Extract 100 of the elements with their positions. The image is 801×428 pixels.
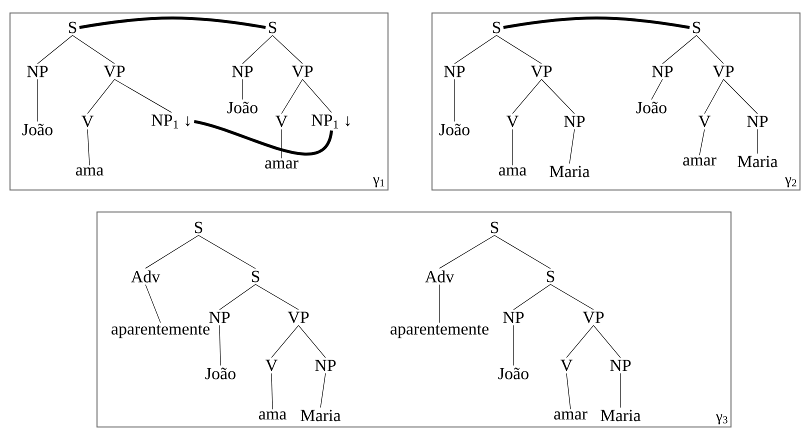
tree-label: NP [315, 360, 336, 372]
tree-branch [620, 372, 621, 408]
tree-label: VP [104, 66, 125, 78]
tree-label: NP [610, 360, 631, 372]
tree-branch [272, 35, 303, 64]
tree-branch [541, 79, 575, 114]
tree-label: VP [712, 66, 734, 78]
tree-branch [757, 128, 758, 154]
tree-label: V [266, 360, 278, 372]
tree-branch [281, 129, 282, 158]
tree-branch [566, 325, 594, 358]
tree-branch [198, 235, 256, 269]
tree-label: amar [554, 411, 588, 420]
tree-branch [255, 284, 299, 310]
tree-label: NP [209, 312, 230, 324]
tree-label: V [698, 116, 710, 128]
tree-label: João [227, 102, 258, 114]
tree-label: ama [76, 167, 104, 176]
tree-label: S [492, 22, 500, 34]
tree-branch [494, 235, 551, 269]
tree-label: VP [292, 66, 313, 78]
tree-label: amar [265, 160, 298, 169]
tree-label: NP [747, 116, 768, 128]
tree-label: João [498, 368, 528, 380]
tree-label: S [490, 222, 498, 234]
tree-label: ama [498, 167, 526, 176]
tree-label: João [636, 102, 666, 114]
tree-branch [271, 325, 299, 358]
tree-label: aparentemente [112, 324, 210, 338]
tree-branch [242, 78, 243, 100]
tree-branch [87, 129, 90, 166]
tree-branch [145, 235, 199, 269]
tree-label: Maria [300, 410, 341, 422]
tree-label: S [692, 22, 700, 34]
tree-label: S [194, 222, 202, 234]
tree-branch [298, 325, 326, 358]
link-curve [194, 120, 333, 156]
tree-branch [320, 372, 326, 408]
tree-label: S [268, 22, 276, 34]
tree-branch [37, 35, 73, 64]
tree-label: VP [582, 312, 604, 324]
tree-branch [87, 79, 115, 114]
tree-branch [513, 324, 514, 366]
tree-branch [696, 35, 724, 64]
tree-branch [699, 129, 705, 156]
tree-label: NP [564, 116, 585, 128]
tree-label: V [506, 116, 518, 128]
tree-branch [496, 35, 542, 64]
tree-label: V [276, 116, 288, 128]
tree-branch [512, 79, 542, 114]
tree-label: Maria [600, 410, 641, 422]
tree-branch [593, 325, 621, 358]
tree-label: NP$_{1}$ ↓ [312, 114, 350, 128]
tree-label: amar [683, 157, 716, 166]
tree-branch [723, 79, 758, 114]
tree-branch [219, 284, 256, 310]
tree-branch [271, 373, 273, 410]
tree-label: João [439, 124, 470, 136]
tree-label: NP [503, 312, 524, 324]
tree-branch [439, 235, 495, 269]
tree-label: V [82, 116, 94, 128]
tree-branch [513, 284, 551, 310]
tree-label: João [205, 368, 236, 380]
link-curve [79, 16, 266, 29]
tree-label: S [546, 270, 554, 282]
tree-branch [114, 79, 172, 113]
tree-branch [72, 35, 115, 64]
tree-label: Adv [425, 270, 454, 282]
tree-branch [302, 79, 332, 113]
tree-label: VP [288, 312, 309, 324]
tree-branch [704, 79, 724, 114]
tree-label: NP [444, 66, 465, 78]
tree-branch [37, 78, 38, 122]
tree-label: Maria [738, 156, 778, 168]
tree-label: João [22, 124, 52, 136]
tree-branch [281, 79, 303, 114]
tree-label: NP$_{1}$ ↓ [152, 114, 190, 128]
link-curve [503, 16, 690, 29]
tree-branch [145, 284, 161, 323]
tree-branch [651, 78, 663, 100]
tree-label: ama [258, 411, 286, 420]
tree-branch [454, 78, 455, 122]
tree-label: S [68, 22, 76, 34]
tree-label: Maria [550, 166, 590, 178]
tree-branch [512, 129, 513, 166]
tree-branch [219, 324, 221, 366]
tree-label: V [560, 360, 572, 372]
tree-label: Adv [131, 270, 160, 282]
tree-label: NP [232, 66, 253, 78]
tree-branch [242, 35, 273, 64]
tree-branch [662, 35, 697, 64]
tree-branch [439, 284, 440, 323]
tree-label: NP [27, 66, 48, 78]
tree-label: NP [652, 66, 673, 78]
tree-branch [566, 373, 571, 410]
tree-branch [550, 284, 594, 310]
tree-branch [454, 35, 497, 64]
tree-label: S [252, 270, 260, 282]
tree-label: VP [530, 66, 552, 78]
tree-branch [569, 128, 575, 164]
